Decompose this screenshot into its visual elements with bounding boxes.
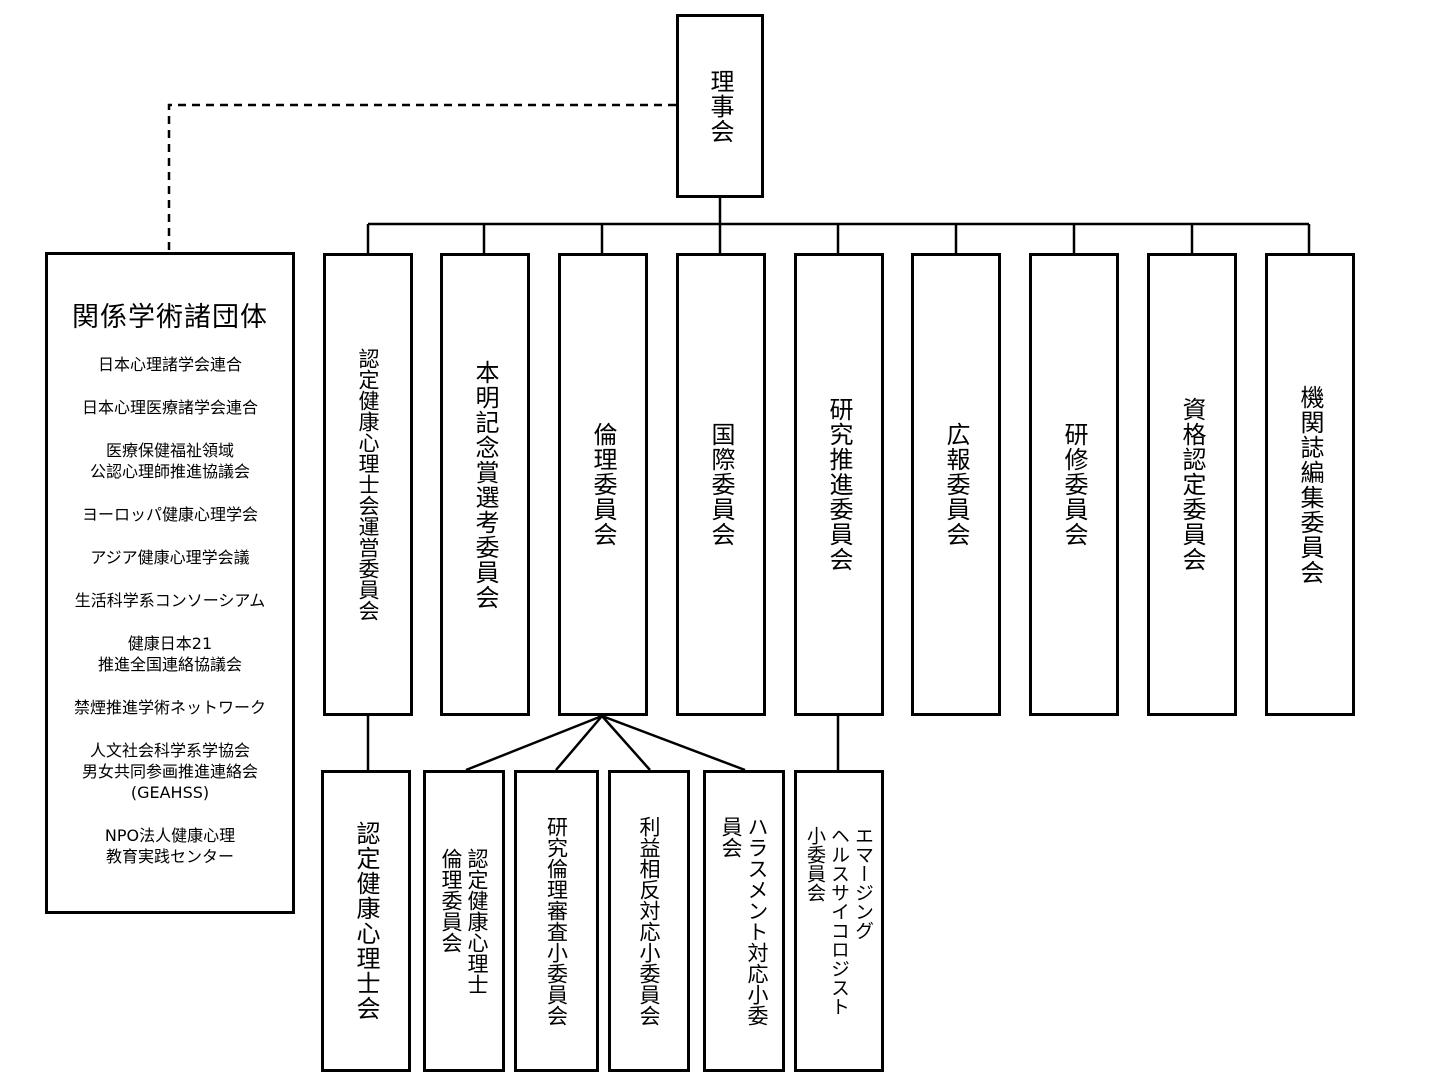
committee-label: 本明記念賞選考委員会 xyxy=(471,359,499,610)
committee-label: 研究推進委員会 xyxy=(825,397,853,572)
sub-line-3 xyxy=(555,715,603,771)
subcommittee-box-emerging-health-psychologist[interactable]: エマージング ヘルスサイコロジスト 小委員会 xyxy=(794,770,884,1072)
committee-label: 国際委員会 xyxy=(707,422,735,547)
dashed-link-organizations xyxy=(167,103,676,252)
committee-label: 研修委員会 xyxy=(1060,422,1088,547)
subcommittee-box-conflict-of-interest[interactable]: 利益相反対応小委員会 xyxy=(608,770,690,1072)
committee-box-public-relations[interactable]: 広報委員会 xyxy=(911,253,1001,716)
committee-box-international[interactable]: 国際委員会 xyxy=(676,253,766,716)
organization-item: ヨーロッパ健康心理学会 xyxy=(81,505,258,524)
organization-item: 日本心理医療諸学会連合 xyxy=(81,398,258,417)
committee-box-ethics[interactable]: 倫理委員会 xyxy=(558,253,648,716)
organization-item: アジア健康心理学会議 xyxy=(90,548,250,567)
subcommittee-label: 研究倫理審査小委員会 xyxy=(544,816,569,1026)
committee-box-certification[interactable]: 資格認定委員会 xyxy=(1147,253,1237,716)
subcommittee-label: ハラスメント対応小委 員会 xyxy=(719,816,769,1026)
organization-item: NPO法人健康心理 教育実践センター xyxy=(104,826,236,866)
organization-item: 人文社会科学系学協会 男女共同参画推進連絡会 (GEAHSS) xyxy=(81,741,258,802)
committee-label: 機関誌編集委員会 xyxy=(1296,384,1324,585)
sub-line-4 xyxy=(601,715,651,771)
committee-box-training[interactable]: 研修委員会 xyxy=(1029,253,1119,716)
committee-box-journal[interactable]: 機関誌編集委員会 xyxy=(1265,253,1355,716)
organizations-title: 関係学術諸団体 xyxy=(72,302,268,333)
committee-label: 認定健康心理士会運営委員会 xyxy=(356,348,380,621)
organization-item: 生活科学系コンソーシアム xyxy=(74,591,266,610)
subcommittee-box-research-ethics[interactable]: 研究倫理審査小委員会 xyxy=(514,770,599,1072)
committee-label: 広報委員会 xyxy=(942,422,970,547)
subcommittee-label: 認定健康心理士 倫理委員会 xyxy=(439,847,489,995)
organization-item: 医療保健福祉領域 公認心理師推進協議会 xyxy=(89,441,250,481)
organizations-box: 関係学術諸団体 日本心理諸学会連合 日本心理医療諸学会連合 医療保健福祉領域 公… xyxy=(45,252,295,914)
organization-item: 禁煙推進学術ネットワーク xyxy=(73,698,266,717)
board-box[interactable]: 理事会 xyxy=(676,14,764,198)
subcommittee-box-certified-psychologists[interactable]: 認定健康心理士会 xyxy=(321,770,411,1072)
subcommittee-label: エマージング ヘルスサイコロジスト 小委員会 xyxy=(804,826,874,1016)
subcommittee-box-certified-ethics[interactable]: 認定健康心理士 倫理委員会 xyxy=(423,770,505,1072)
committee-box-motoake-award[interactable]: 本明記念賞選考委員会 xyxy=(440,253,530,716)
subcommittee-label: 認定健康心理士会 xyxy=(352,821,380,1021)
sub-line-5 xyxy=(601,714,746,772)
organization-item: 日本心理諸学会連合 xyxy=(97,355,242,374)
committee-label: 倫理委員会 xyxy=(589,422,617,547)
committee-box-research[interactable]: 研究推進委員会 xyxy=(794,253,884,716)
subcommittee-label: 利益相反対応小委員会 xyxy=(637,816,661,1026)
organization-item: 健康日本21 推進全国連絡協議会 xyxy=(97,634,242,674)
sub-line-2 xyxy=(465,714,603,772)
board-label: 理事会 xyxy=(706,68,734,144)
committee-label: 資格認定委員会 xyxy=(1178,397,1206,572)
subcommittee-box-harassment[interactable]: ハラスメント対応小委 員会 xyxy=(703,770,785,1072)
committee-box-operations[interactable]: 認定健康心理士会運営委員会 xyxy=(323,253,413,716)
